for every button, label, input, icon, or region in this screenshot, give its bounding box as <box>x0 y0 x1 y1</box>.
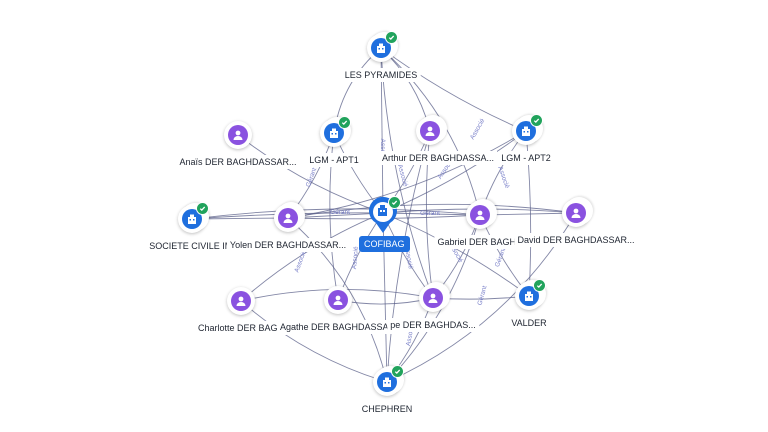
node-label: LGM - APT2 <box>498 151 554 165</box>
connector-line <box>380 47 384 214</box>
center-label: COFIBAG <box>359 236 410 252</box>
node-person[interactable]: Agathe DER BAGHDASSA... <box>276 286 400 334</box>
edge-relationship-label: Associé <box>351 246 360 270</box>
person-icon <box>278 208 298 228</box>
connector-line <box>380 47 481 216</box>
building-icon <box>371 38 391 58</box>
person-icon <box>228 125 248 145</box>
person-icon <box>566 203 586 223</box>
node-label: Anaïs DER BAGHDASSAR... <box>176 155 300 169</box>
node-person[interactable]: Gabriel DER BAGHD <box>434 201 526 249</box>
node-company[interactable]: LGM - APT1 <box>306 116 362 167</box>
building-icon <box>516 121 536 141</box>
node-label: David DER BAGHDASSAR... <box>514 233 638 247</box>
verified-check-icon <box>388 196 401 209</box>
connector-line <box>382 212 530 297</box>
verified-check-icon <box>391 365 404 378</box>
connector-line <box>380 47 527 132</box>
building-icon <box>519 286 539 306</box>
node-label: Agathe DER BAGHDASSA... <box>276 320 400 334</box>
person-icon <box>231 291 251 311</box>
node-company[interactable]: CHEPHREN <box>358 365 416 416</box>
verified-check-icon <box>385 31 398 44</box>
edge-relationship-label: Associé <box>379 139 386 162</box>
edge-relationship-label: Associé <box>405 323 416 347</box>
node-label: Arthur DER BAGHDASSA... <box>379 151 498 165</box>
node-label: Gabriel DER BAGHD <box>434 235 526 249</box>
node-company[interactable]: SOCIETE CIVILE IMI <box>146 202 238 253</box>
connector-line <box>237 134 384 214</box>
person-icon <box>328 290 348 310</box>
node-person[interactable]: Charlotte DER BAGH <box>194 287 288 335</box>
node-company[interactable]: VALDER <box>508 279 550 330</box>
node-label: SOCIETE CIVILE IMI <box>146 239 238 253</box>
node-person[interactable]: pe DER BAGHDAS... <box>387 284 479 332</box>
node-label: LGM - APT1 <box>306 153 362 167</box>
connector-line <box>329 132 339 301</box>
node-person[interactable]: Yolen DER BAGHDASSAR... <box>226 204 350 252</box>
connector-line <box>382 212 388 383</box>
node-label: Yolen DER BAGHDASSAR... <box>226 238 350 252</box>
connector-line <box>240 300 388 383</box>
verified-check-icon <box>533 279 546 292</box>
node-label: LES PYRAMIDES <box>341 68 421 82</box>
edge-relationship-label: Associé <box>403 246 414 270</box>
connector-line <box>191 208 481 220</box>
edge-relationship-label: Gérant <box>477 285 489 306</box>
node-company[interactable]: LES PYRAMIDES <box>341 31 421 82</box>
node-label: CHEPHREN <box>358 402 416 416</box>
edge-relationship-label: Gérant <box>330 209 350 216</box>
person-icon <box>470 205 490 225</box>
connector-line <box>287 130 527 219</box>
node-person[interactable]: Anaïs DER BAGHDASSAR... <box>176 121 300 169</box>
verified-check-icon <box>196 202 209 215</box>
verified-check-icon <box>530 114 543 127</box>
building-icon <box>182 209 202 229</box>
connector-line <box>287 203 577 219</box>
building-icon <box>377 372 397 392</box>
building-icon <box>324 123 344 143</box>
node-company[interactable]: LGM - APT2 <box>498 114 554 165</box>
person-icon <box>420 121 440 141</box>
node-label: VALDER <box>508 316 550 330</box>
edge-relationship-label: Gérant <box>420 210 440 217</box>
connector-line <box>425 130 434 299</box>
node-label: Charlotte DER BAGH <box>194 321 288 335</box>
person-icon <box>423 288 443 308</box>
node-person[interactable]: David DER BAGHDASSAR... <box>514 199 638 247</box>
node-person[interactable]: Arthur DER BAGHDASSA... <box>379 117 498 165</box>
node-label: pe DER BAGHDAS... <box>387 318 479 332</box>
verified-check-icon <box>338 116 351 129</box>
